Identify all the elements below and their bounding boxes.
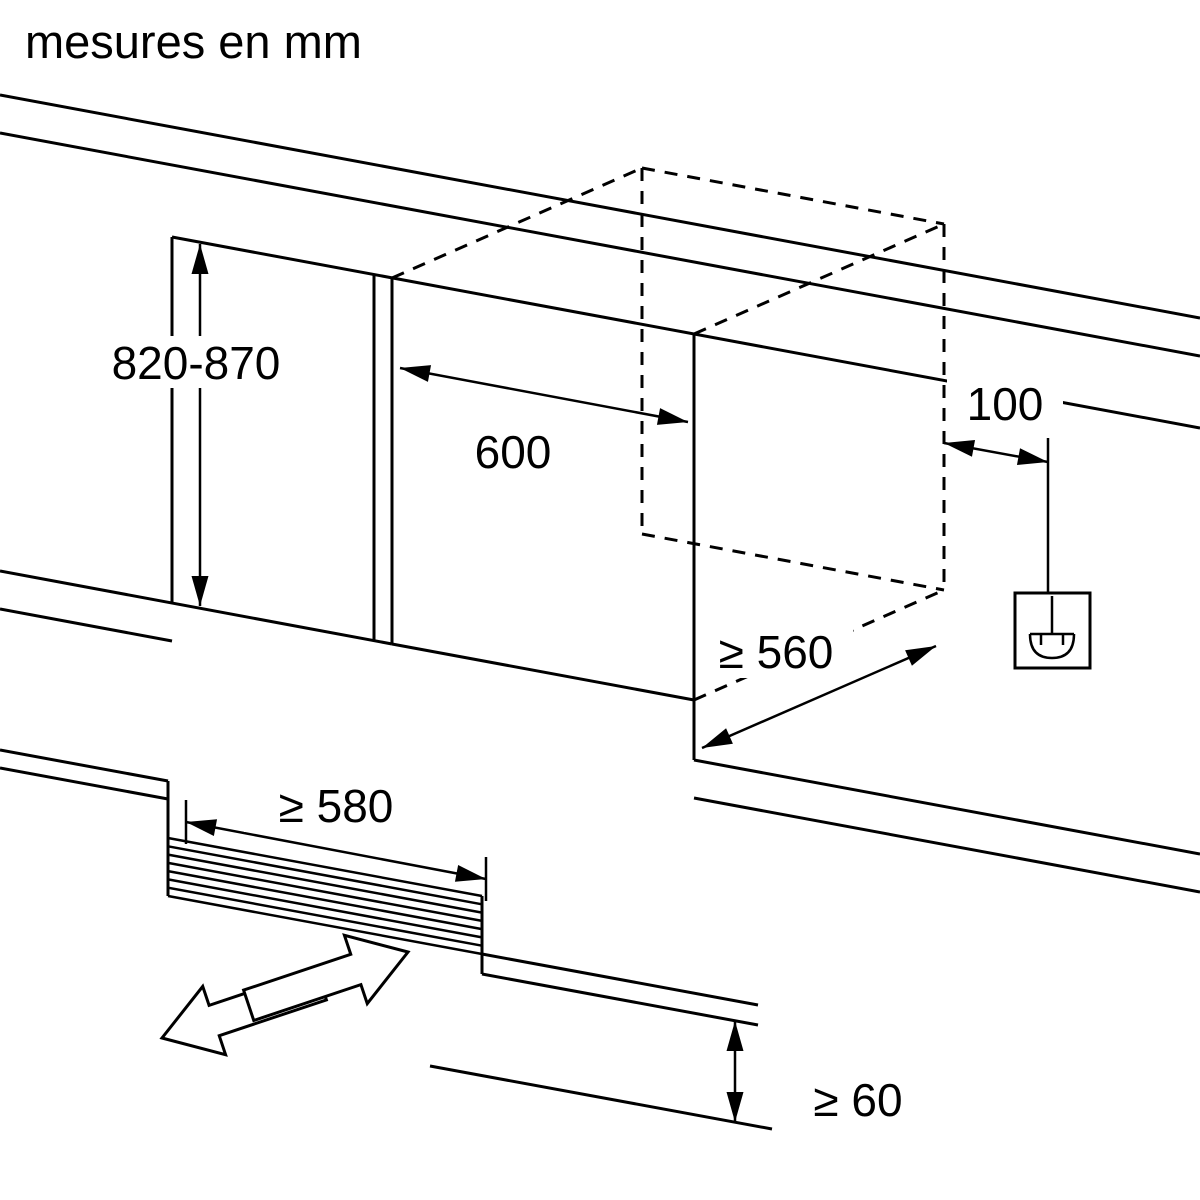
plinth-detail xyxy=(0,748,773,1131)
label-mask xyxy=(244,780,428,832)
label-mask xyxy=(699,626,853,678)
dim-niche-width: 600 xyxy=(398,359,690,478)
socket-offset-label: 100 xyxy=(967,378,1044,430)
left-cabinet xyxy=(170,237,394,644)
label-mask xyxy=(453,426,573,478)
dim-plinth-clearance: ≥ 60 xyxy=(726,1021,938,1126)
niche-width-label: 600 xyxy=(475,426,552,478)
niche-height-label: 820-870 xyxy=(112,337,281,389)
plinth-detail-lines xyxy=(0,748,773,1131)
plinth-clearance-label: ≥ 60 xyxy=(813,1074,902,1126)
dim-socket-offset: 100 xyxy=(942,378,1063,593)
label-mask xyxy=(88,336,304,388)
niche-depth-label: ≥ 560 xyxy=(719,626,834,678)
floor-lines xyxy=(0,569,1200,894)
dim-niche-depth: ≥ 560 xyxy=(698,626,940,756)
dim-plinth-depth: ≥ 580 xyxy=(184,780,488,901)
plinth-hatching xyxy=(167,836,483,956)
niche-dashed-outline xyxy=(391,166,946,702)
power-socket-icon xyxy=(1013,591,1092,670)
label-mask xyxy=(778,1074,938,1126)
label-mask xyxy=(947,378,1063,430)
dim-niche-height: 820-870 xyxy=(88,244,304,606)
page-title: mesures en mm xyxy=(25,15,362,68)
plinth-depth-label: ≥ 580 xyxy=(279,780,394,832)
